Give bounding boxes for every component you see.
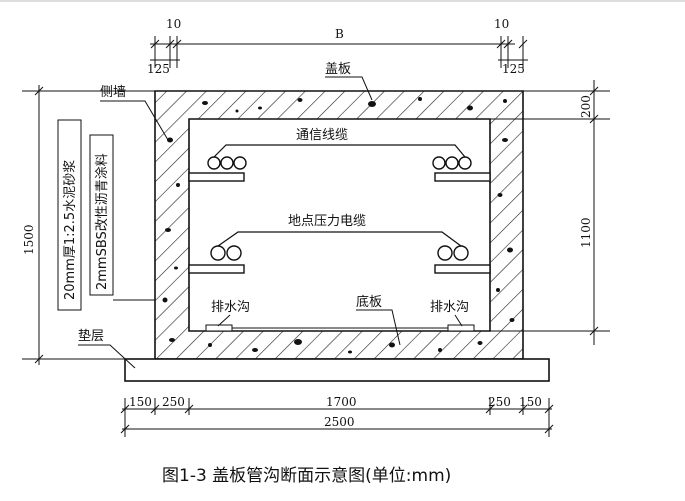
cushion-leader <box>78 344 136 369</box>
bottom-plate-label: 底板 <box>356 294 382 310</box>
dim-left-150: 150 <box>129 395 152 409</box>
dim-right-250: 250 <box>488 395 511 409</box>
dim-total-height: 1500 <box>22 224 36 255</box>
cable-leaders <box>213 144 466 247</box>
cushion-layer <box>124 358 550 382</box>
dim-right-125: 125 <box>502 62 525 76</box>
left-dimension-lines <box>22 85 155 365</box>
side-wall-leader <box>100 100 169 141</box>
bracket-left-lower <box>188 245 245 274</box>
drain-right <box>447 324 475 332</box>
side-wall-label: 侧墙 <box>100 85 126 100</box>
dim-total-width: 2500 <box>324 415 355 429</box>
mortar-layer-label: 20mm厚1:2.5水泥砂浆 <box>63 160 78 300</box>
dim-left-125: 125 <box>147 62 170 76</box>
sbs-coating-group: 2mmSBS改性沥青涂料 <box>89 134 114 296</box>
drain-left <box>205 324 233 332</box>
dim-right-10: 10 <box>494 17 509 31</box>
bracket-right-upper <box>432 156 491 182</box>
dim-left-10: 10 <box>166 17 181 31</box>
top-dimension-lines <box>150 36 528 68</box>
pressure-cable-label: 地点压力电缆 <box>288 213 366 229</box>
cushion-label: 垫层 <box>78 328 104 344</box>
cover-plate-leader <box>325 76 373 101</box>
bracket-left-upper <box>188 156 247 182</box>
bottom-plate-leader <box>217 309 463 346</box>
dim-right-150: 150 <box>519 395 542 409</box>
dim-cover-thickness: 200 <box>579 95 593 118</box>
mortar-layer-group: 20mm厚1:2.5水泥砂浆 <box>57 119 82 311</box>
drain-right-label: 排水沟 <box>430 300 469 315</box>
aggregate-specks <box>162 97 515 354</box>
cover-plate-label: 盖板 <box>325 62 351 77</box>
communication-cable-label: 通信线缆 <box>296 127 348 143</box>
dim-inner-height: 1100 <box>579 217 593 248</box>
figure-caption: 图1-3 盖板管沟断面示意图(单位:mm) <box>162 466 451 486</box>
dim-width-b: B <box>335 27 344 41</box>
bottom-dimension-lines <box>120 398 554 437</box>
right-dimension-lines <box>490 80 610 345</box>
dim-inner-width: 1700 <box>326 395 357 409</box>
dim-left-250: 250 <box>162 395 185 409</box>
bracket-right-lower <box>434 245 491 274</box>
drain-left-label: 排水沟 <box>211 300 250 315</box>
sbs-coating-label: 2mmSBS改性沥青涂料 <box>94 153 110 290</box>
